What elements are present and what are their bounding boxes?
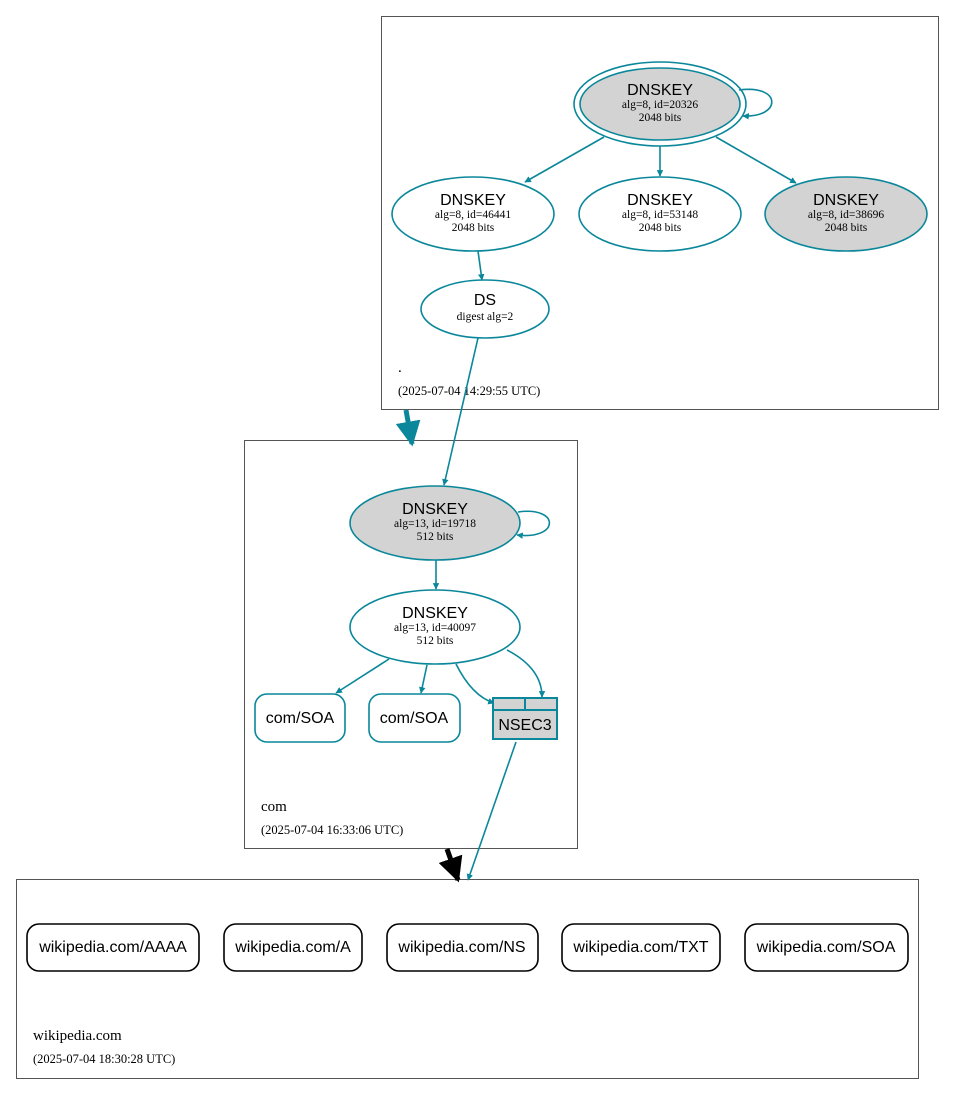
node-root-ds-line1: digest alg=2	[457, 311, 514, 323]
node-com-nsec3[interactable]: NSEC3	[492, 697, 558, 740]
edge-com-zsk-nsec3-a	[455, 663, 495, 705]
node-wikipedia-soa-label: wikipedia.com/SOA	[756, 939, 896, 956]
edge-root-ksk-zsk1	[524, 136, 605, 183]
zone-com-time: (2025-07-04 16:33:06 UTC)	[261, 823, 403, 837]
node-root-zsk-46441[interactable]: DNSKEY alg=8, id=46441 2048 bits	[391, 176, 555, 252]
node-root-ksk-line2: 2048 bits	[639, 112, 682, 124]
node-root-zsk3-line2: 2048 bits	[825, 222, 868, 234]
edge-delegation-root-com	[395, 409, 421, 447]
node-com-zsk-title: DNSKEY	[402, 605, 468, 622]
edge-delegation-com-wikipedia	[438, 848, 463, 883]
edge-root-ksk-self	[738, 88, 773, 120]
zone-wikipedia-border	[16, 879, 919, 1079]
node-com-soa-1-label: com/SOA	[266, 710, 335, 727]
zone-root-time: (2025-07-04 14:29:55 UTC)	[398, 384, 540, 398]
zone-root-label: .	[398, 360, 402, 376]
node-root-ds[interactable]: DS digest alg=2	[420, 279, 550, 339]
node-com-nsec3-label: NSEC3	[498, 717, 551, 734]
edge-com-zsk-soa2	[419, 664, 428, 694]
node-wikipedia-a[interactable]: wikipedia.com/A	[223, 923, 363, 972]
node-root-zsk3-line1: alg=8, id=38696	[808, 209, 884, 221]
edge-nsec3-wikipedia	[466, 741, 517, 881]
node-com-zsk[interactable]: DNSKEY alg=13, id=40097 512 bits	[349, 589, 521, 665]
node-wikipedia-txt-label: wikipedia.com/TXT	[572, 939, 708, 956]
node-com-zsk-line2: 512 bits	[417, 635, 454, 647]
node-root-ksk-title: DNSKEY	[627, 82, 693, 99]
node-com-ksk-title: DNSKEY	[402, 501, 468, 518]
node-root-zsk-38696[interactable]: DNSKEY alg=8, id=38696 2048 bits	[764, 176, 928, 252]
edge-root-ksk-zsk3	[715, 136, 797, 184]
edge-ds-com-ksk	[442, 337, 479, 486]
node-com-ksk-line1: alg=13, id=19718	[394, 518, 476, 530]
node-root-zsk2-title: DNSKEY	[627, 192, 693, 209]
node-wikipedia-aaaa-label: wikipedia.com/AAAA	[38, 939, 187, 956]
node-com-soa-2-label: com/SOA	[380, 710, 449, 727]
node-root-zsk1-title: DNSKEY	[440, 192, 506, 209]
zone-root: . (2025-07-04 14:29:55 UTC)	[381, 16, 939, 410]
node-com-zsk-line1: alg=13, id=40097	[394, 622, 476, 634]
edge-com-zsk-nsec3-b	[506, 649, 546, 698]
node-com-ksk[interactable]: DNSKEY alg=13, id=19718 512 bits	[349, 485, 521, 561]
node-root-zsk2-line1: alg=8, id=53148	[622, 209, 698, 221]
node-com-soa-1[interactable]: com/SOA	[254, 693, 346, 743]
edge-com-ksk-self	[516, 510, 550, 539]
node-wikipedia-txt[interactable]: wikipedia.com/TXT	[561, 923, 721, 972]
node-root-ksk[interactable]: DNSKEY alg=8, id=20326 2048 bits	[573, 61, 747, 147]
node-root-zsk3-title: DNSKEY	[813, 192, 879, 209]
node-wikipedia-ns[interactable]: wikipedia.com/NS	[386, 923, 539, 972]
node-com-soa-2[interactable]: com/SOA	[368, 693, 461, 743]
node-root-ds-title: DS	[474, 292, 496, 309]
zone-wikipedia-time: (2025-07-04 18:30:28 UTC)	[33, 1052, 175, 1066]
node-root-zsk2-line2: 2048 bits	[639, 222, 682, 234]
node-wikipedia-ns-label: wikipedia.com/NS	[397, 939, 525, 956]
zone-wikipedia-label: wikipedia.com	[33, 1028, 122, 1044]
node-root-ksk-line1: alg=8, id=20326	[622, 99, 698, 111]
zone-com-label: com	[261, 799, 287, 815]
node-root-zsk1-line1: alg=8, id=46441	[435, 209, 511, 221]
edge-root-zsk1-ds	[477, 250, 485, 281]
node-wikipedia-soa[interactable]: wikipedia.com/SOA	[744, 923, 909, 972]
node-root-zsk1-line2: 2048 bits	[452, 222, 495, 234]
edges	[335, 88, 797, 881]
node-root-zsk-53148[interactable]: DNSKEY alg=8, id=53148 2048 bits	[578, 176, 742, 252]
edge-com-zsk-soa1	[335, 658, 390, 694]
node-wikipedia-aaaa[interactable]: wikipedia.com/AAAA	[26, 923, 200, 972]
zone-root-border	[381, 16, 939, 410]
node-com-ksk-line2: 512 bits	[417, 531, 454, 543]
zone-wikipedia: wikipedia.com (2025-07-04 18:30:28 UTC)	[16, 879, 919, 1079]
node-wikipedia-a-label: wikipedia.com/A	[234, 939, 351, 956]
